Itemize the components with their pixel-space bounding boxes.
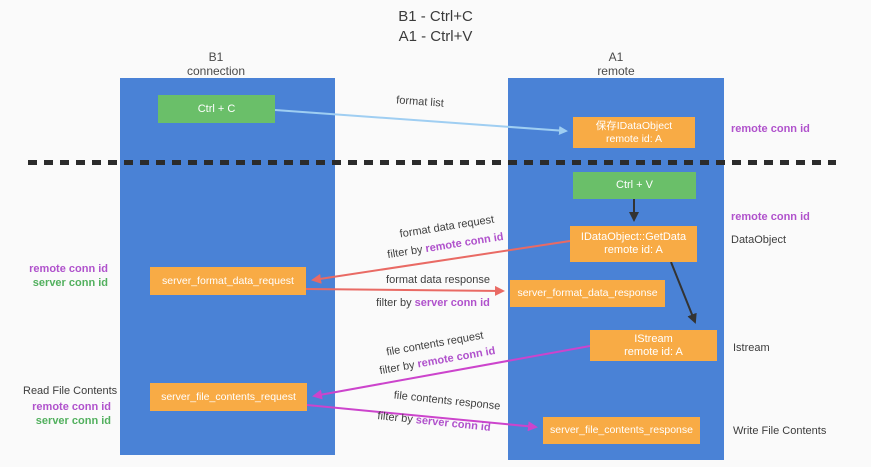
file-contents-response-arrow	[306, 404, 538, 432]
istream-side-label: Istream	[733, 342, 770, 354]
istream-line1: IStream	[634, 332, 673, 345]
format-data-request-arrow	[311, 240, 571, 284]
getdata-to-istream-arrow	[670, 261, 697, 324]
write-file-contents-label: Write File Contents	[733, 425, 827, 437]
format-data-response-filter-label: filter by server conn id	[365, 297, 501, 310]
getdata-line1: IDataObject::GetData	[580, 231, 687, 243]
file-contents-request-arrow	[312, 345, 591, 400]
diagram-title: B1 - Ctrl+C A1 - Ctrl+V	[0, 7, 871, 47]
lane-b1-name: B1	[208, 50, 224, 64]
server-file-contents-response-label: server_file_contents_response	[549, 424, 693, 436]
server-format-data-request-node: server_format_data_request	[150, 267, 306, 295]
left-file-conn-labels: remote conn id server conn id	[23, 400, 111, 428]
ctrl-c-node: Ctrl + C	[158, 95, 275, 123]
save-dataobject-line1: 保存IDataObject	[595, 119, 673, 132]
format-data-response-arrow	[305, 285, 505, 296]
read-file-contents-label: Read File Contents	[23, 385, 118, 397]
ctrl-c-label: Ctrl + C	[197, 102, 236, 115]
server-format-data-response-label: server_format_data_response	[517, 287, 658, 299]
left-format-conn-labels: remote conn id server conn id	[20, 262, 108, 290]
right-remote-conn-id-top: remote conn id	[731, 123, 810, 135]
title-line-1: B1 - Ctrl+C	[398, 8, 473, 25]
left-server-conn-id-format: server conn id	[32, 277, 108, 289]
lane-header-b1: B1 connection	[156, 50, 276, 78]
format-data-response-label: format data response	[386, 274, 490, 286]
server-format-data-response-node: server_format_data_response	[510, 280, 665, 307]
server-file-contents-request-node: server_file_contents_request	[150, 383, 307, 411]
ctrl-v-node: Ctrl + V	[573, 172, 696, 199]
filter-prefix: filter by	[376, 297, 412, 309]
istream-line2: remote id: A	[624, 345, 683, 358]
lane-header-a1: A1 remote	[556, 50, 676, 78]
lane-a1-name: A1	[608, 50, 624, 64]
save-dataobject-line2: remote id: A	[605, 132, 663, 145]
save-dataobject-node: 保存IDataObject remote id: A	[573, 117, 695, 148]
title-line-2: A1 - Ctrl+V	[398, 28, 473, 45]
filter-prefix: filter by	[376, 410, 414, 426]
lane-a1-role: remote	[597, 64, 635, 78]
left-remote-conn-id-file: remote conn id	[32, 401, 111, 413]
ctrl-v-label: Ctrl + V	[616, 179, 653, 191]
server-format-data-request-label: server_format_data_request	[162, 274, 294, 287]
left-remote-conn-id-format: remote conn id	[29, 263, 108, 275]
dashed-divider	[28, 160, 836, 165]
server-file-contents-response-node: server_file_contents_response	[543, 417, 700, 444]
istream-node: IStream remote id: A	[590, 330, 717, 361]
right-remote-conn-id-mid: remote conn id	[731, 211, 810, 223]
filter-key-server-conn-id: server conn id	[414, 297, 490, 309]
left-server-conn-id-file: server conn id	[35, 415, 111, 427]
getdata-line2: remote id: A	[604, 244, 663, 256]
lane-b1-role: connection	[186, 64, 246, 78]
server-file-contents-request-label: server_file_contents_request	[161, 390, 296, 403]
format-list-arrow	[274, 109, 568, 135]
getdata-node: IDataObject::GetData remote id: A	[570, 226, 697, 262]
dataobject-label: DataObject	[731, 234, 787, 246]
